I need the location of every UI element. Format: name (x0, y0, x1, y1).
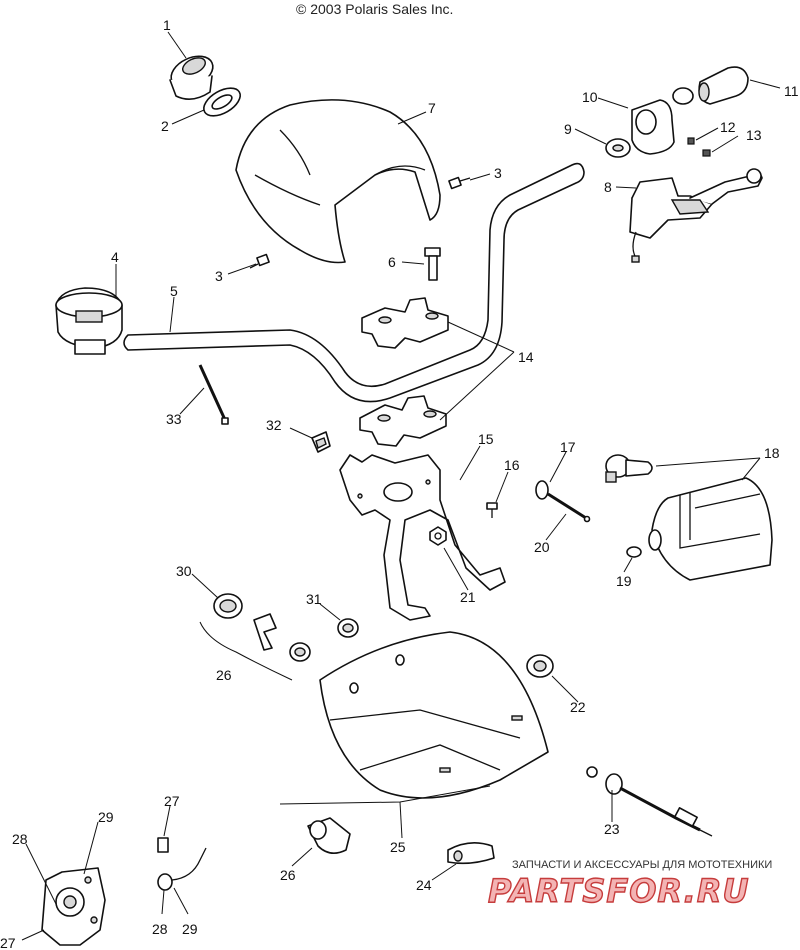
part-11-grip (672, 66, 749, 105)
part-19-o-ring (626, 546, 642, 558)
part-8-master-cylinder (629, 168, 763, 263)
part-13-screw (702, 149, 711, 157)
part-28-29-assembly (41, 867, 106, 946)
part-27-connector (157, 837, 169, 853)
callout-1: 1 (163, 17, 171, 33)
callout-20: 20 (534, 539, 550, 555)
part-14-clamp-lower (359, 395, 447, 447)
callout-11: 11 (784, 83, 799, 99)
part-17-washer (535, 480, 549, 500)
callout-21: 21 (460, 589, 476, 605)
part-26-ignition-switch (307, 817, 351, 854)
callout-29-left: 29 (98, 809, 114, 825)
callout-25: 25 (390, 839, 406, 855)
part-10-housing (631, 99, 675, 155)
callout-8: 8 (604, 179, 612, 195)
part-16-bolt (486, 502, 498, 518)
callout-labels: 1 2 3 3 4 5 6 7 8 9 10 11 12 13 14 15 16… (0, 17, 799, 950)
callout-6: 6 (388, 254, 396, 270)
part-15-bracket (339, 454, 506, 621)
callout-24: 24 (416, 877, 432, 893)
callout-29-bottom: 29 (182, 921, 198, 937)
leader-lines (21, 31, 781, 941)
callout-28-left: 28 (12, 831, 28, 847)
part-5-handlebar (123, 162, 585, 403)
part-14-clamp-upper (361, 297, 449, 349)
callout-3-lower: 3 (215, 268, 223, 284)
callout-9: 9 (564, 121, 572, 137)
part-18-bulb (605, 454, 653, 483)
part-22-grommet (526, 654, 554, 678)
part-3-screw-lower (249, 253, 270, 269)
part-30-bezel (213, 593, 243, 619)
callout-26-kit: 26 (216, 667, 232, 683)
watermark: ЗАПЧАСТИ И АКСЕССУАРЫ ДЛЯ МОТОТЕХНИКИ PA… (487, 859, 772, 911)
callout-27-lower: 27 (0, 935, 16, 950)
part-31-grommet (337, 618, 359, 638)
part-3-screw-upper (448, 176, 471, 190)
callout-7: 7 (428, 100, 436, 116)
part-26-ring (289, 642, 311, 662)
callout-28-bottom: 28 (152, 921, 168, 937)
part-2-grommet (203, 87, 241, 117)
part-7-fairing (235, 99, 441, 264)
part-28-29-sensor (157, 847, 207, 891)
callout-19: 19 (616, 573, 632, 589)
callout-26-switch: 26 (280, 867, 296, 883)
watermark-logo: PARTSFOR.RU (488, 872, 749, 910)
callout-2: 2 (161, 118, 169, 134)
part-21-nut (429, 526, 447, 546)
part-20-adjust-screw (547, 492, 591, 523)
callout-16: 16 (504, 457, 520, 473)
callout-17: 17 (560, 439, 576, 455)
callout-10: 10 (582, 89, 598, 105)
callout-15: 15 (478, 431, 494, 447)
part-12-screw (687, 137, 695, 145)
callout-13: 13 (746, 127, 762, 143)
callout-4: 4 (111, 249, 119, 265)
callout-33: 33 (166, 411, 182, 427)
part-18-headlight (648, 477, 773, 581)
callout-12: 12 (720, 119, 736, 135)
part-1-cap (169, 55, 214, 100)
part-9-washer (605, 138, 631, 158)
callout-14: 14 (518, 349, 534, 365)
part-4-speedometer (55, 287, 123, 355)
part-33-cable-tie (198, 364, 229, 425)
callout-3-upper: 3 (494, 165, 502, 181)
part-26-key (253, 613, 277, 651)
callout-30: 30 (176, 563, 192, 579)
part-6-bolt (424, 247, 441, 281)
part-32-clip (311, 431, 331, 453)
part-25-lower-cover (319, 631, 549, 799)
callout-5: 5 (170, 283, 178, 299)
watermark-tagline: ЗАПЧАСТИ И АКСЕССУАРЫ ДЛЯ МОТОТЕХНИКИ (512, 859, 772, 871)
part-24-clamp (447, 842, 495, 865)
callout-18: 18 (764, 445, 780, 461)
callout-23: 23 (604, 821, 620, 837)
callout-31: 31 (306, 591, 322, 607)
callout-27-upper: 27 (164, 793, 180, 809)
part-23-speedo-cable (586, 766, 713, 837)
callout-32: 32 (266, 417, 282, 433)
callout-22: 22 (570, 699, 586, 715)
copyright-text: © 2003 Polaris Sales Inc. (296, 1, 453, 17)
